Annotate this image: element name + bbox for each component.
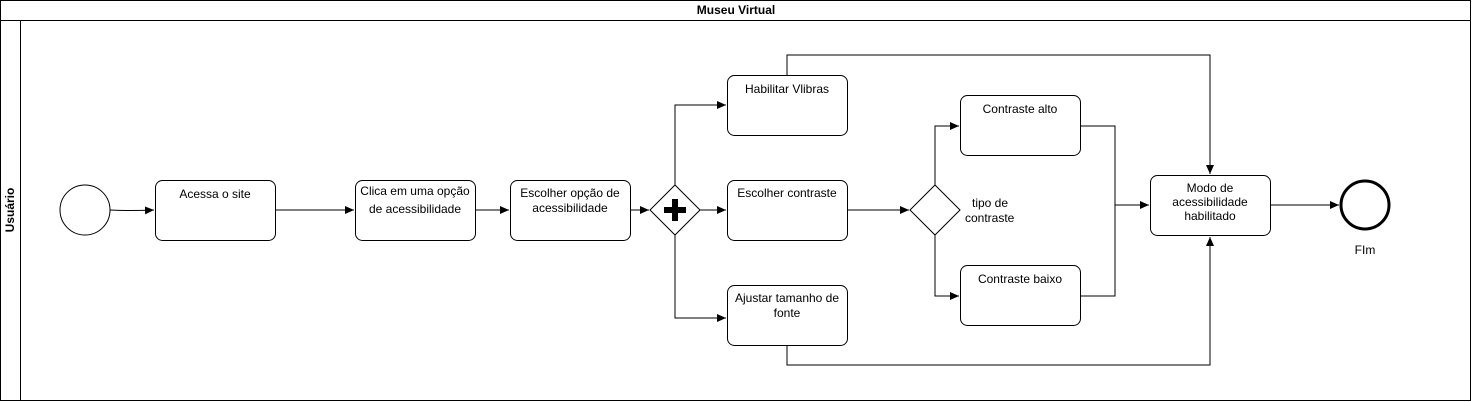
gateway-label-line-1: tipo de [972,196,1008,210]
start-event [59,184,111,236]
task-modo-habilitado-line-3: habilitado [1184,209,1236,223]
task-escolher-opcao[interactable]: Escolher opção de acessibilidade [510,180,631,241]
flow-xor-to-baixo [934,235,959,300]
end-event-label: FIm [1355,243,1376,257]
task-acessa-site-label: Acessa o site [179,187,251,201]
flow-gateway-to-fonte [674,235,726,322]
task-modo-habilitado[interactable]: Modo de acessibilidade habilitado [1150,175,1271,236]
task-habilitar-vlibras-label: Habilitar Vlibras [745,82,829,96]
task-habilitar-vlibras[interactable]: Habilitar Vlibras [727,75,848,136]
task-contraste-baixo[interactable]: Contraste baixo [960,265,1081,326]
exclusive-gateway: tipo de contraste [909,184,1015,236]
flow-fonte-to-modo [786,237,1214,366]
flow-vlibras-to-modo [786,54,1214,174]
sequence-flows [109,54,1339,366]
task-escolher-contraste[interactable]: Escolher contraste [727,180,848,241]
flow-gateway-to-vlibras [674,101,726,185]
lane-label: Usuário [3,188,17,233]
task-ajustar-fonte-line-2: fonte [774,306,801,320]
task-escolher-opcao-line-1: Escolher opção de [520,186,620,200]
task-ajustar-fonte-line-1: Ajustar tamanho de [735,291,839,305]
task-contraste-baixo-label: Contraste baixo [978,272,1062,286]
gateway-label-line-2: contraste [965,211,1015,225]
task-clica-opcao-line-1: Clica em uma opção [360,184,470,198]
task-acessa-site[interactable]: Acessa o site [155,180,276,241]
end-event [1339,179,1391,231]
flow-baixo-to-modo [1081,205,1116,297]
task-contraste-alto[interactable]: Contraste alto [960,95,1081,156]
task-modo-habilitado-line-1: Modo de [1187,181,1234,195]
task-clica-opcao[interactable]: Clica em uma opção de acessibilidade [355,180,476,241]
task-modo-habilitado-line-2: acessibilidade [1172,195,1248,209]
task-escolher-contraste-label: Escolher contraste [737,186,837,200]
task-ajustar-fonte[interactable]: Ajustar tamanho de fonte [727,285,848,346]
pool-title: Museu Virtual [697,3,775,17]
flow-xor-to-alto [934,122,959,185]
task-clica-opcao-line-2: de acessibilidade [369,202,461,216]
flow-alto-to-modo [1081,125,1149,209]
parallel-gateway [649,184,701,236]
flow-start-to-acessa [109,206,155,215]
task-contraste-alto-label: Contraste alto [983,102,1058,116]
task-escolher-opcao-line-2: acessibilidade [532,201,608,215]
